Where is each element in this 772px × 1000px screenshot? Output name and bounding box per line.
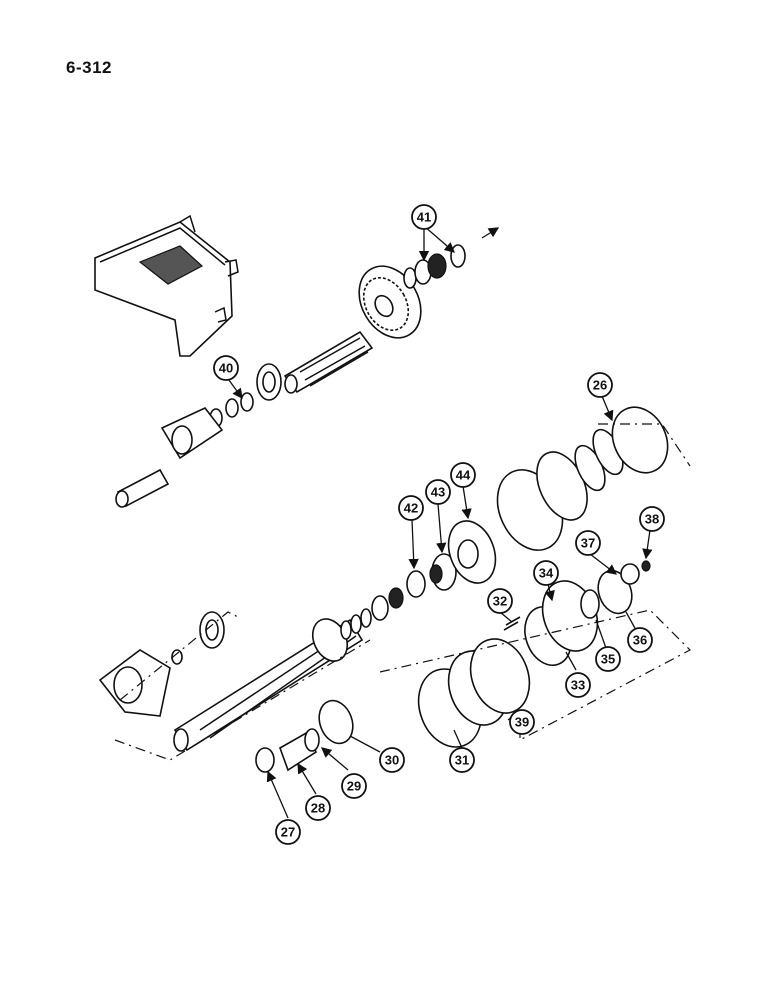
gear-44 bbox=[447, 520, 497, 584]
svg-text:35: 35 bbox=[601, 652, 615, 667]
svg-text:44: 44 bbox=[456, 468, 471, 483]
housing-bracket bbox=[94, 214, 239, 357]
callout-42: 42 bbox=[398, 495, 424, 521]
spacer-42 bbox=[406, 570, 426, 598]
callout-29: 29 bbox=[341, 773, 367, 799]
main-shaft-gear bbox=[311, 587, 404, 662]
clutch-drum bbox=[496, 406, 669, 551]
svg-text:33: 33 bbox=[571, 678, 585, 693]
callout-41: 41 bbox=[411, 204, 437, 230]
callout-37: 37 bbox=[575, 530, 601, 556]
svg-text:28: 28 bbox=[311, 801, 325, 816]
direction-arrow bbox=[481, 227, 500, 239]
callout-28: 28 bbox=[305, 795, 331, 821]
callout-31: 31 bbox=[449, 747, 475, 773]
callouts: 41 40 26 44 43 42 38 37 34 32 36 35 33 3… bbox=[213, 204, 665, 845]
alignment-line-upper bbox=[598, 423, 691, 467]
svg-text:32: 32 bbox=[493, 594, 507, 609]
upper-shaft bbox=[115, 330, 374, 508]
svg-text:41: 41 bbox=[417, 210, 431, 225]
alignment-line-lower bbox=[114, 611, 371, 761]
callout-34: 34 bbox=[533, 560, 559, 586]
callout-40: 40 bbox=[213, 355, 239, 381]
svg-text:37: 37 bbox=[581, 536, 595, 551]
svg-text:29: 29 bbox=[347, 779, 361, 794]
callout-38: 38 bbox=[639, 506, 665, 532]
callout-43: 43 bbox=[425, 479, 451, 505]
callout-26: 26 bbox=[587, 372, 613, 398]
svg-text:38: 38 bbox=[645, 512, 659, 527]
main-shaft bbox=[173, 618, 364, 752]
callout-33: 33 bbox=[565, 672, 591, 698]
front-bearing bbox=[171, 611, 225, 665]
svg-text:26: 26 bbox=[593, 378, 607, 393]
svg-text:36: 36 bbox=[633, 633, 647, 648]
svg-text:40: 40 bbox=[219, 361, 233, 376]
svg-text:31: 31 bbox=[455, 753, 469, 768]
clutch-plates bbox=[417, 560, 651, 748]
output-shaft-parts bbox=[255, 699, 354, 773]
svg-text:27: 27 bbox=[281, 825, 295, 840]
svg-text:39: 39 bbox=[515, 715, 529, 730]
svg-text:34: 34 bbox=[539, 566, 554, 581]
svg-text:42: 42 bbox=[404, 501, 418, 516]
callout-27: 27 bbox=[275, 819, 301, 845]
callout-39: 39 bbox=[509, 709, 535, 735]
svg-text:30: 30 bbox=[385, 753, 399, 768]
svg-text:43: 43 bbox=[431, 485, 445, 500]
leader-lines bbox=[225, 225, 653, 819]
bearing-cover bbox=[98, 649, 171, 717]
callout-35: 35 bbox=[595, 646, 621, 672]
callout-32: 32 bbox=[487, 588, 513, 614]
callout-44: 44 bbox=[450, 462, 476, 488]
pinion-43 bbox=[429, 553, 457, 591]
callout-36: 36 bbox=[627, 627, 653, 653]
upper-bearing-and-rings bbox=[160, 244, 466, 460]
callout-30: 30 bbox=[379, 747, 405, 773]
page-number: 6-312 bbox=[66, 58, 112, 77]
